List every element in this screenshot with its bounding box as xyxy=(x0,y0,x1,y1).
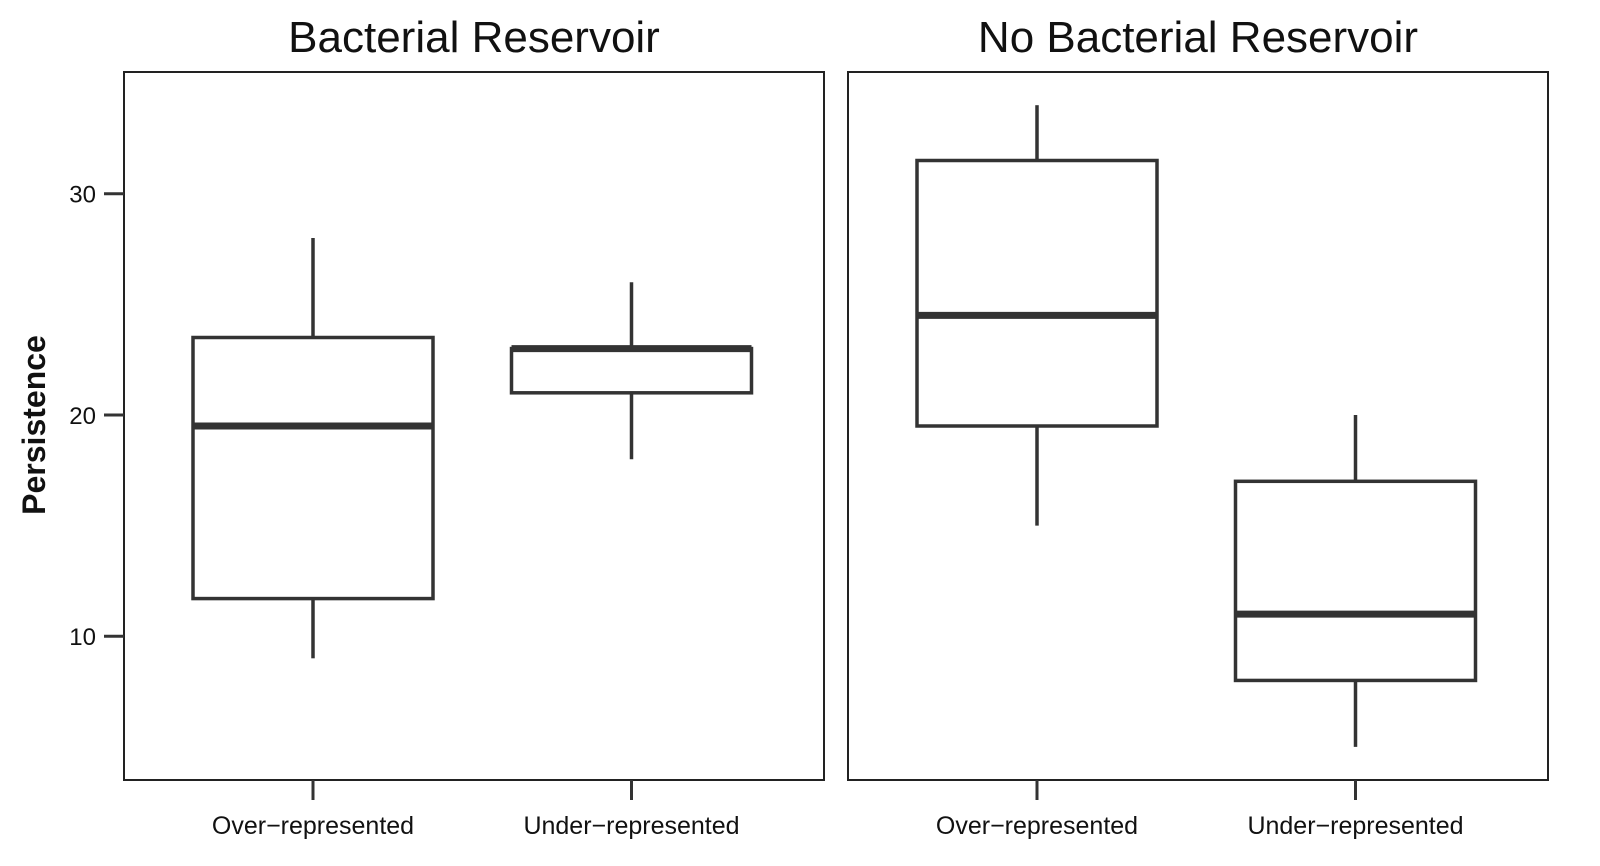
x-tick-label: Under−represented xyxy=(523,812,739,840)
y-tick-label: 30 xyxy=(69,182,96,209)
box-1: Over−represented xyxy=(915,105,1159,840)
y-axis-label: Persistence xyxy=(16,335,52,515)
interquartile-box xyxy=(1233,479,1478,683)
interquartile-box xyxy=(191,335,435,601)
panels: Bacterial Reservoir 10 20 30Over−represente… xyxy=(69,13,1549,840)
box-1: Over−represented xyxy=(191,237,435,840)
box-2: Under−represented xyxy=(509,282,754,840)
panel-frame xyxy=(123,71,825,781)
x-tick-label: Over−represented xyxy=(212,812,414,840)
interquartile-box xyxy=(509,346,754,395)
box-2: Under−represented xyxy=(1233,414,1478,840)
panel-1: Bacterial Reservoir 10 20 30Over−represente… xyxy=(69,13,825,840)
x-tick-label: Under−represented xyxy=(1247,812,1463,840)
y-tick-label: 20 xyxy=(69,403,96,430)
panel-title: No Bacterial Reservoir xyxy=(978,13,1418,62)
x-tick-label: Over−represented xyxy=(936,812,1138,840)
panel-title: Bacterial Reservoir xyxy=(288,13,660,62)
y-tick-label: 10 xyxy=(69,624,96,651)
interquartile-box xyxy=(915,158,1159,428)
panel-frame xyxy=(847,71,1549,781)
